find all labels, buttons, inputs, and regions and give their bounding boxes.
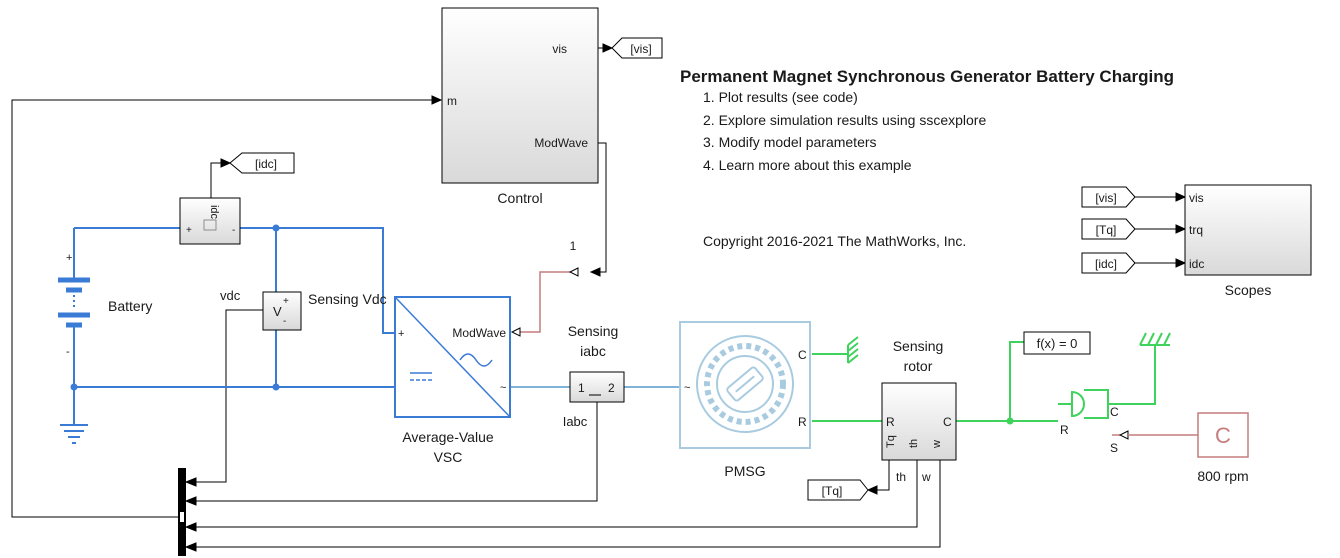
vsc-label-2: VSC: [434, 449, 463, 465]
sensing-rotor-label-1: Sensing: [893, 338, 944, 354]
current-sensor-plus: +: [186, 225, 192, 236]
pmsg-block[interactable]: ~ C R PMSG: [679, 321, 811, 479]
sensing-rotor-out-w: w: [921, 470, 931, 484]
vsc-plus: +: [398, 328, 404, 340]
sensing-rotor-port-tq: Tq: [885, 435, 897, 448]
velocity-source-port-c: C: [1110, 405, 1119, 419]
voltage-sensor-block[interactable]: V + - vdc Sensing Vdc: [220, 288, 387, 331]
current-sensor-icon: [203, 219, 217, 231]
voltage-sensor-label: Sensing Vdc: [308, 291, 387, 307]
sensing-iabc-inner-left: 1: [578, 381, 585, 395]
link-explore-results[interactable]: 2. Explore simulation results using ssce…: [703, 111, 987, 128]
current-sensor-block[interactable]: + - idc: [179, 197, 241, 245]
goto-tq-tag[interactable]: [Tq]: [807, 479, 869, 501]
sensing-rotor-block[interactable]: R C Tq th w Sensing rotor th w: [881, 338, 957, 484]
sensing-iabc-block[interactable]: 1 2 Sensing iabc Iabc: [563, 323, 625, 429]
speed-constant-symbol: C: [1215, 423, 1231, 448]
pmsg-tilde: ~: [684, 382, 690, 394]
scopes-block[interactable]: vis trq idc Scopes: [1184, 184, 1312, 298]
copyright-text: Copyright 2016-2021 The MathWorks, Inc.: [703, 233, 967, 249]
vsc-block[interactable]: ModWave + ~ Average-Value VSC: [394, 296, 511, 465]
sensing-rotor-port-w: w: [931, 440, 943, 449]
from-tq-label: [Tq]: [1096, 223, 1117, 237]
link-learn-more[interactable]: 4. Learn more about this example: [703, 156, 912, 173]
control-label: Control: [497, 190, 542, 206]
model-title: Permanent Magnet Synchronous Generator B…: [680, 67, 1175, 86]
current-sensor-minus: -: [232, 225, 235, 236]
velocity-source-port-s: S: [1110, 441, 1118, 455]
sensing-iabc-label-1: Sensing: [568, 323, 619, 339]
goto-tq-label: [Tq]: [822, 484, 843, 498]
scopes-port-trq: trq: [1189, 223, 1203, 237]
vsc-port-modwave: ModWave: [452, 326, 506, 340]
scopes-port-vis: vis: [1189, 191, 1204, 205]
sensing-rotor-port-th: th: [908, 439, 920, 448]
vsc-tilde: ~: [500, 382, 506, 394]
signal-lines: [11, 43, 1187, 552]
goto-idc-tag[interactable]: [idc]: [229, 152, 295, 174]
mechanical-reference-top-icon: [1139, 332, 1171, 346]
velocity-source-block[interactable]: R C S: [1058, 389, 1198, 455]
modwave-constant-label: 1: [570, 239, 577, 253]
voltage-sensor-port: vdc: [220, 288, 241, 303]
battery-plus: +: [66, 252, 72, 264]
control-port-modwave: ModWave: [534, 136, 588, 150]
dc-junctions: [70, 224, 280, 391]
solver-label: f(x) = 0: [1037, 336, 1078, 351]
battery-label: Battery: [108, 298, 152, 314]
from-tq-tag[interactable]: [Tq]: [1081, 218, 1136, 240]
goto-vis-tag[interactable]: [vis]: [611, 37, 663, 59]
velocity-source-port-r: R: [1060, 423, 1069, 437]
control-port-vis: vis: [552, 42, 567, 56]
sensing-rotor-port-c: C: [943, 415, 952, 429]
sensing-rotor-out-th: th: [896, 470, 906, 484]
voltage-sensor-plus: +: [283, 296, 289, 307]
example-links: 1. Plot results (see code) 2. Explore si…: [703, 86, 986, 176]
link-modify-parameters[interactable]: 3. Modify model parameters: [703, 134, 877, 150]
sensing-iabc-port: Iabc: [563, 414, 588, 429]
modwave-physical-line: [510, 267, 579, 337]
speed-constant-label: 800 rpm: [1197, 468, 1248, 484]
solver-configuration-block[interactable]: f(x) = 0: [1023, 331, 1091, 355]
from-idc-label: [idc]: [1095, 257, 1117, 271]
link-plot-results[interactable]: 1. Plot results (see code): [703, 89, 858, 105]
speed-constant-block[interactable]: C 800 rpm: [1197, 412, 1249, 484]
mechanical-junction: [1006, 417, 1014, 425]
scopes-label: Scopes: [1225, 282, 1272, 298]
goto-idc-label: [idc]: [255, 157, 277, 171]
sensing-iabc-label-2: iabc: [580, 343, 606, 359]
battery-block[interactable]: + - Battery: [58, 252, 152, 358]
dc-electrical-lines: [73, 227, 395, 425]
scopes-port-idc: idc: [1189, 257, 1204, 271]
voltage-sensor-minus: -: [283, 316, 286, 327]
vsc-label-1: Average-Value: [402, 429, 494, 445]
ground-symbol: [60, 424, 88, 444]
sensing-rotor-label-2: rotor: [904, 358, 933, 374]
current-sensor-port: idc: [208, 205, 220, 220]
mechanical-lines: [812, 341, 1156, 422]
goto-vis-label: [vis]: [630, 42, 651, 56]
sensing-rotor-port-r: R: [886, 415, 895, 429]
mechanical-reference-icon: [847, 336, 859, 364]
from-vis-tag[interactable]: [vis]: [1081, 186, 1136, 208]
battery-minus: -: [66, 346, 70, 358]
from-idc-tag[interactable]: [idc]: [1081, 252, 1136, 274]
control-block[interactable]: vis m ModWave Control: [441, 7, 599, 206]
pmsg-label: PMSG: [724, 463, 765, 479]
voltage-sensor-symbol: V: [273, 304, 282, 319]
control-port-m: m: [447, 94, 457, 108]
bus-creator-block[interactable]: [178, 468, 186, 556]
from-vis-label: [vis]: [1095, 191, 1116, 205]
pmsg-port-r: R: [798, 415, 807, 429]
sensing-iabc-inner-right: 2: [608, 381, 615, 395]
pmsg-port-c: C: [798, 348, 807, 362]
